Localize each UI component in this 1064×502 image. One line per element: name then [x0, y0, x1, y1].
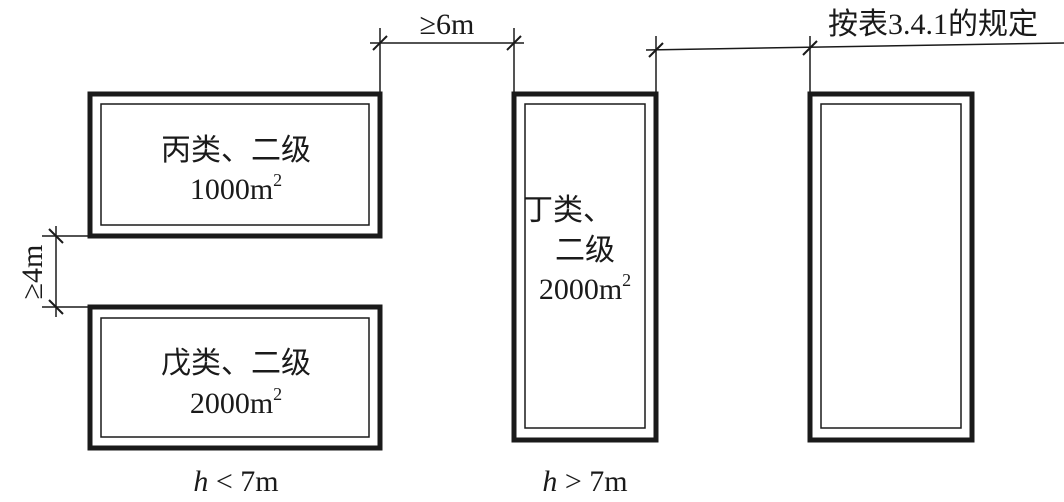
dimension-rule-tick-right — [802, 40, 818, 56]
dimension-4m-tick-top — [48, 228, 64, 244]
dimension-gap-4m: ≥4m — [16, 226, 90, 317]
building-wu-outer-wall — [87, 304, 383, 451]
dimension-4m-label: ≥4m — [16, 245, 49, 300]
building-wu-class: 戊类、二级 2000m2 — [87, 304, 383, 451]
building-ding-class: 丁类、 二级 2000m2 — [511, 91, 659, 443]
dimension-gap-6m: ≥6m — [370, 8, 524, 94]
caption-height-greater-7m: h > 7m — [542, 465, 627, 498]
building-bing-inner-wall — [100, 103, 370, 226]
building-wu-area: 2000m2 — [190, 384, 282, 420]
building-ding-area: 2000m2 — [539, 270, 631, 306]
dimension-rule-label: 按表3.4.1的规定 — [828, 8, 1038, 41]
building-right-inner-wall — [820, 103, 962, 429]
building-bing-class: 丙类、二级 1000m2 — [87, 91, 383, 239]
building-wu-inner-wall — [100, 317, 370, 438]
dimension-6m-tick-left — [372, 35, 388, 51]
dimension-rule-tick-left — [648, 42, 664, 58]
building-right-unlabeled — [807, 91, 975, 443]
building-wu-label: 戊类、二级 — [161, 347, 311, 380]
building-ding-label-line1: 丁类、 — [523, 194, 613, 227]
dimension-gap-rule: 按表3.4.1的规定 — [645, 8, 1064, 94]
building-ding-outer-wall — [511, 91, 659, 443]
dimension-4m-tick-bottom — [48, 299, 64, 315]
building-bing-outer-wall — [87, 91, 383, 239]
building-right-outer-wall — [807, 91, 975, 443]
building-ding-label-line2: 二级 — [555, 234, 615, 267]
dimension-6m-tick-right — [506, 35, 522, 51]
dimension-6m-label: ≥6m — [420, 8, 475, 41]
building-ding-inner-wall — [524, 103, 646, 429]
building-bing-area: 1000m2 — [190, 170, 282, 206]
building-bing-label: 丙类、二级 — [161, 134, 311, 167]
caption-height-less-7m: h < 7m — [193, 465, 278, 498]
dimension-rule-line — [645, 42, 1064, 51]
